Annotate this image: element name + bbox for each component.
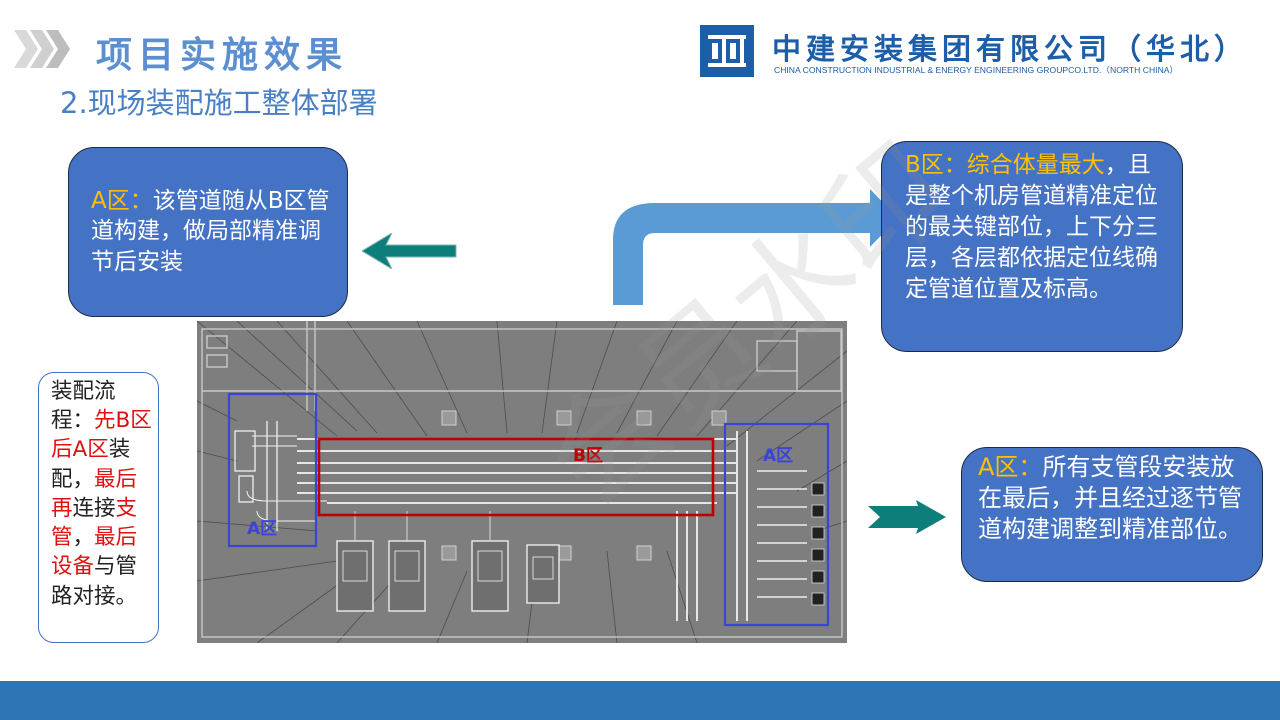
pipeline-drawing-svg: B区 A区 A区 bbox=[196, 320, 848, 644]
callout-a-left-label: A区： bbox=[91, 188, 153, 214]
zone-a-right-outline bbox=[723, 422, 830, 627]
curved-arrow-icon bbox=[613, 189, 898, 305]
flow-step4: 最后设备 bbox=[51, 525, 138, 580]
arrow-right-icon bbox=[868, 500, 946, 534]
flow-heading: 装配流程： bbox=[51, 379, 116, 434]
flow-step1: 先B区后A区 bbox=[51, 408, 152, 463]
zone-a-left-label: A区 bbox=[247, 519, 277, 539]
flow-step3: 支管 bbox=[51, 495, 138, 551]
chevron-bullet-icon bbox=[14, 30, 70, 68]
callout-a-right-label: A区： bbox=[978, 453, 1043, 481]
callout-a-left-text: 该管道随从B区管道构建，做局部精准调节后安装 bbox=[91, 188, 330, 275]
page-title: 项目实施效果 bbox=[96, 35, 349, 76]
zone-b-outline bbox=[317, 437, 715, 517]
callout-b-text: ，且是整个机房管道精准定位的最关键部位，上下分三层，各层都依据定位线确定管道位置… bbox=[905, 152, 1158, 303]
flow-step4-tail: 与管路对接。 bbox=[51, 554, 138, 609]
flow-step2: 最后再 bbox=[51, 466, 138, 521]
arrow-left-icon bbox=[362, 233, 457, 269]
company-name-cn: 中建安装集团有限公司（华北） bbox=[772, 32, 1249, 66]
zone-b-label: B区 bbox=[573, 446, 603, 466]
callout-a-right: A区：所有支管段安装放在最后，并且经过逐节管道构建调整到精准部位。 bbox=[961, 447, 1263, 582]
callout-a-left: A区：该管道随从B区管道构建，做局部精准调节后安装 bbox=[68, 147, 348, 317]
callout-a-right-text: 所有支管段安装放在最后，并且经过逐节管道构建调整到精准部位。 bbox=[978, 453, 1242, 544]
flow-step3-tail: ， bbox=[72, 525, 95, 551]
zone-a-left-outline bbox=[227, 392, 318, 548]
zone-a-right-label: A区 bbox=[763, 446, 793, 466]
callout-b-label: B区：综合体量最大 bbox=[905, 152, 1105, 178]
company-logo bbox=[700, 25, 754, 77]
flow-step1-tail: 装配， bbox=[51, 437, 131, 492]
assembly-flow-box: 装配流程：先B区后A区装配，最后再连接支管，最后设备与管路对接。 bbox=[38, 372, 159, 643]
company-name-en: CHINA CONSTRUCTION INDUSTRIAL & ENERGY E… bbox=[774, 65, 1179, 75]
pipeline-layout-drawing: B区 A区 A区 bbox=[196, 320, 848, 644]
page-subtitle: 2.现场装配施工整体部署 bbox=[60, 86, 378, 120]
flow-step2-tail: 连接 bbox=[72, 495, 116, 521]
callout-b: B区：综合体量最大，且是整个机房管道精准定位的最关键部位，上下分三层，各层都依据… bbox=[881, 141, 1183, 352]
cscec-logo-icon bbox=[708, 35, 746, 67]
footer-bar bbox=[0, 681, 1280, 720]
